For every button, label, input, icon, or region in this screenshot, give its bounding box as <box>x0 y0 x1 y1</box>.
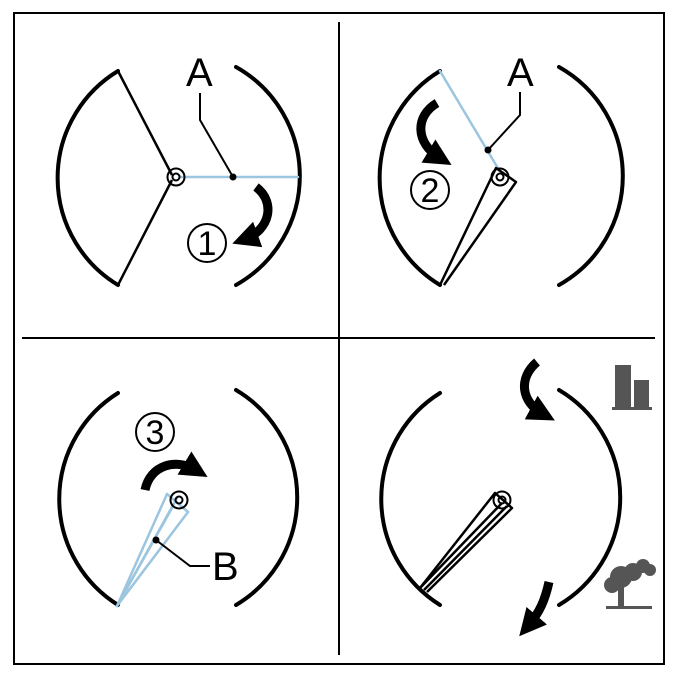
panel-step-3: B 3 <box>57 388 300 608</box>
pivot-icon <box>166 167 186 187</box>
panel-result <box>379 358 656 637</box>
right-arc <box>557 65 625 287</box>
leader-b <box>155 539 210 567</box>
blue-bar-3 <box>115 506 174 608</box>
blue-bar <box>438 69 501 172</box>
svg-text:2: 2 <box>421 172 440 210</box>
tree-icon <box>604 559 656 609</box>
pivot-icon <box>490 167 510 187</box>
rotate-arrow-icon <box>416 99 452 165</box>
blue-bar-1 <box>115 492 169 608</box>
rotate-arrow-icon <box>519 358 555 421</box>
right-arc <box>234 65 302 287</box>
rotate-arrow-icon <box>140 451 208 492</box>
left-arc <box>57 391 120 607</box>
rotate-arrow-icon <box>232 183 273 248</box>
left-arc <box>55 69 120 287</box>
label-a: A <box>507 51 534 95</box>
lower-edge-line <box>116 179 174 286</box>
rotate-arrow-icon <box>519 581 554 637</box>
step-2-badge: 2 <box>410 170 450 210</box>
folded-panel-inner-1 <box>419 502 503 589</box>
leader-a <box>487 92 521 151</box>
blue-bar-4 <box>115 510 190 608</box>
panel-step-2: A 2 <box>377 51 625 287</box>
label-a: A <box>186 51 213 95</box>
upper-edge-line <box>116 70 174 176</box>
svg-text:1: 1 <box>198 225 217 263</box>
building-icon <box>612 365 652 410</box>
label-b: B <box>212 545 239 589</box>
pivot-icon <box>169 490 189 510</box>
folded-panel-outer <box>438 166 518 286</box>
right-arc <box>557 388 623 607</box>
outer-frame <box>13 12 665 665</box>
step-3-badge: 3 <box>135 412 175 452</box>
right-arc <box>234 388 300 607</box>
left-arc <box>377 69 442 287</box>
left-arc <box>379 391 442 607</box>
folded-panel <box>419 491 514 593</box>
leader-a <box>199 93 234 178</box>
svg-text:3: 3 <box>146 414 165 452</box>
pivot-icon <box>492 490 512 510</box>
step-1-badge: 1 <box>187 223 227 263</box>
panel-step-1: A 1 <box>55 51 302 287</box>
folded-panel-inner-2 <box>423 505 508 591</box>
